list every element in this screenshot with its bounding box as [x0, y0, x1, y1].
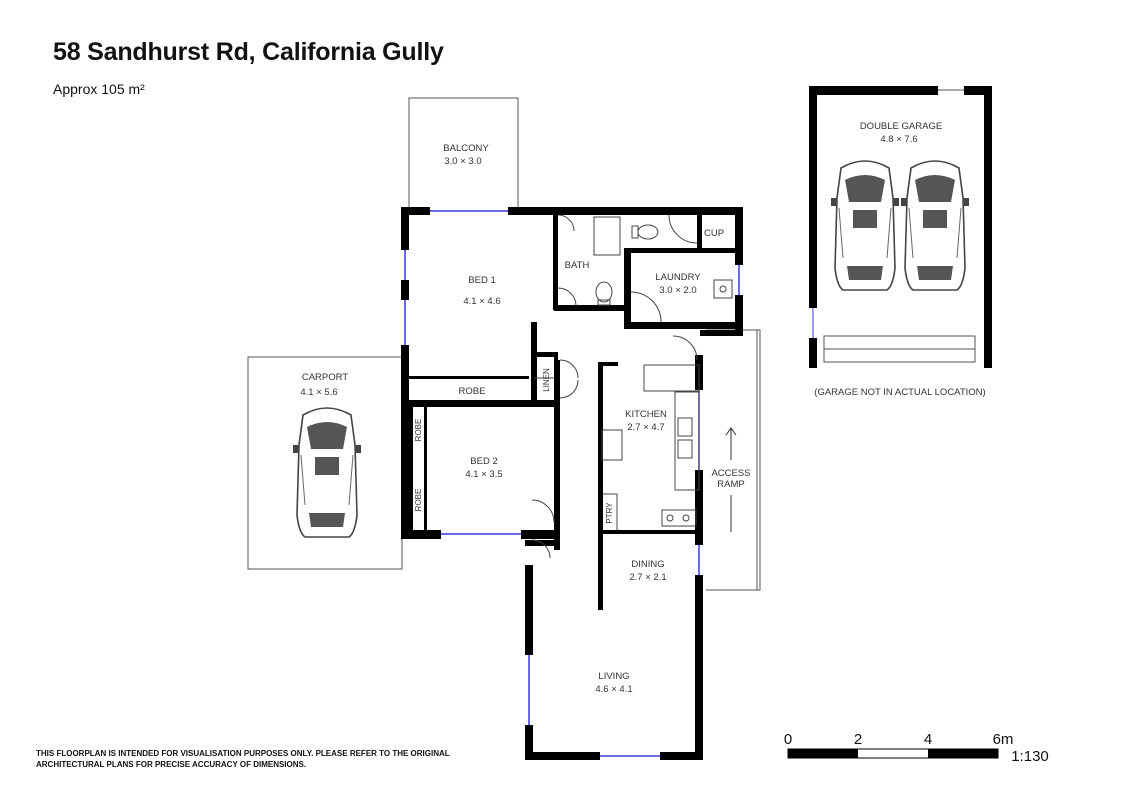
- carport-dims: 4.1 × 5.6: [300, 387, 337, 398]
- disclaimer: THIS FLOORPLAN IS INTENDED FOR VISUALISA…: [36, 748, 456, 770]
- scale-tick-4: 4: [924, 731, 932, 748]
- bed2-label: BED 2: [470, 456, 497, 467]
- carport-label: CARPORT: [302, 372, 348, 383]
- scale-tick-2: 2: [854, 731, 862, 748]
- garage-note: (GARAGE NOT IN ACTUAL LOCATION): [814, 387, 985, 398]
- kitchen-label: KITCHEN: [625, 409, 667, 420]
- disclaimer-line-2: ARCHITECTURAL PLANS FOR PRECISE ACCURACY…: [36, 760, 307, 769]
- scale-tick-6m: 6m: [993, 731, 1014, 748]
- robe-label-bed1: ROBE: [459, 386, 486, 397]
- access-ramp-label-1: ACCESS: [711, 468, 750, 479]
- scale-bar: 0 2 4 6m 1:130: [784, 731, 1049, 765]
- cup-label: CUP: [704, 228, 724, 239]
- garage-label: DOUBLE GARAGE: [860, 121, 942, 132]
- walls: [401, 207, 743, 760]
- carport-car: [292, 407, 362, 538]
- bed1-dims: 4.1 × 4.6: [463, 296, 500, 307]
- robe-label-bed2-b: ROBE: [414, 489, 423, 512]
- laundry-label: LAUNDRY: [655, 272, 701, 283]
- property-address: 58 Sandhurst Rd, California Gully: [53, 38, 444, 66]
- pantry-label: PTRY: [605, 502, 614, 524]
- double-garage: [809, 86, 992, 368]
- scale-ratio: 1:130: [1011, 748, 1049, 765]
- garage-dims: 4.8 × 7.6: [880, 134, 917, 145]
- scale-tick-0: 0: [784, 731, 792, 748]
- dining-dims: 2.7 × 2.1: [629, 572, 666, 583]
- bed2-dims: 4.1 × 3.5: [465, 469, 502, 480]
- living-label: LIVING: [598, 671, 629, 682]
- bath-label: BATH: [565, 260, 590, 271]
- balcony-dims: 3.0 × 3.0: [444, 156, 481, 167]
- bed1-label: BED 1: [468, 275, 495, 286]
- linen-label: LINEN: [542, 368, 551, 392]
- access-ramp: [706, 329, 761, 591]
- laundry-dims: 3.0 × 2.0: [659, 285, 696, 296]
- disclaimer-line-1: THIS FLOORPLAN IS INTENDED FOR VISUALISA…: [36, 749, 450, 758]
- kitchen-dims: 2.7 × 4.7: [627, 422, 664, 433]
- robe-label-bed2-a: ROBE: [414, 419, 423, 442]
- balcony-label: BALCONY: [443, 143, 489, 154]
- fixtures: [531, 214, 733, 559]
- living-dims: 4.6 × 4.1: [595, 684, 632, 695]
- floor-area: Approx 105 m²: [53, 81, 145, 97]
- access-ramp-label-2: RAMP: [717, 479, 744, 490]
- dining-label: DINING: [631, 559, 664, 570]
